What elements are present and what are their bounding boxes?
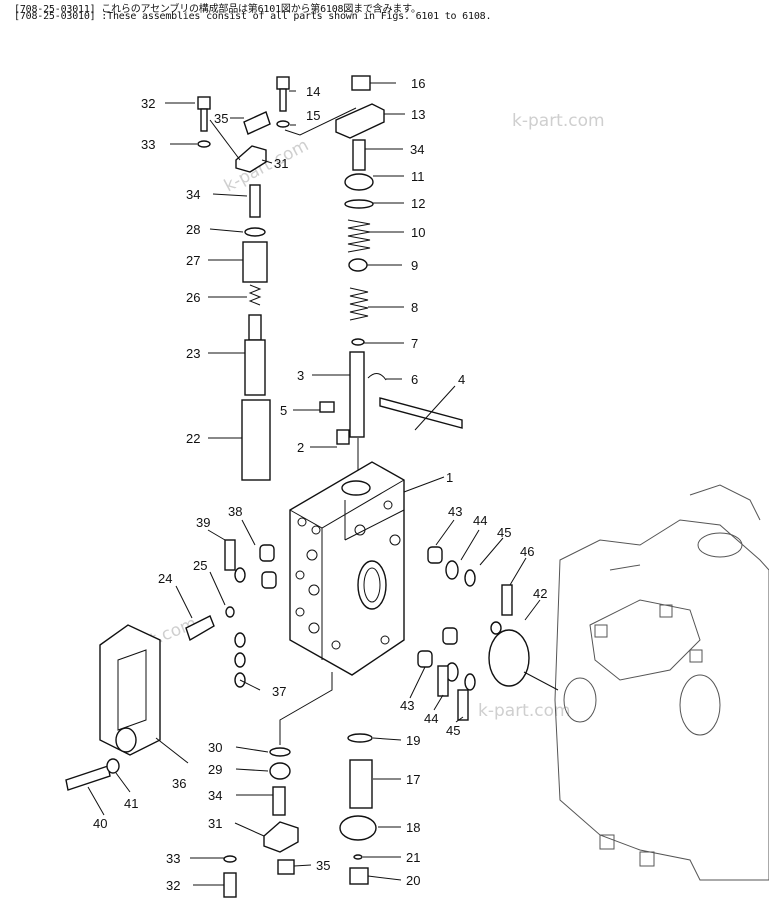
callout-30: 30 [208, 740, 222, 755]
callout-43: 43 [400, 698, 414, 713]
callout-32: 32 [166, 878, 180, 893]
callout-44: 44 [473, 513, 487, 528]
callout-12: 12 [411, 196, 425, 211]
callout-35: 35 [214, 111, 228, 126]
callout-29: 29 [208, 762, 222, 777]
callout-13: 13 [411, 107, 425, 122]
callout-5: 5 [280, 403, 287, 418]
callout-43: 43 [448, 504, 462, 519]
callout-11: 11 [411, 169, 425, 184]
callout-25: 25 [193, 558, 207, 573]
callout-18: 18 [406, 820, 420, 835]
callout-3: 3 [297, 368, 304, 383]
callout-28: 28 [186, 222, 200, 237]
callout-2: 2 [297, 440, 304, 455]
callout-45: 45 [497, 525, 511, 540]
callout-31: 31 [274, 156, 288, 171]
callout-44: 44 [424, 711, 438, 726]
callout-7: 7 [411, 336, 418, 351]
callout-20: 20 [406, 873, 420, 888]
callout-34: 34 [208, 788, 222, 803]
callout-labels: 32 35 14 15 16 13 33 31 34 11 12 34 28 1… [93, 76, 547, 893]
callout-4: 4 [458, 372, 465, 387]
callout-38: 38 [228, 504, 242, 519]
callout-33: 33 [166, 851, 180, 866]
callout-37: 37 [272, 684, 286, 699]
callout-6: 6 [411, 372, 418, 387]
right-fittings [417, 546, 530, 721]
callout-8: 8 [411, 300, 418, 315]
valve-body-1 [289, 461, 405, 676]
callout-10: 10 [411, 225, 425, 240]
header-japanese: [708-25-03011] これらのアセンブリの構成部品は第6101図から第6… [14, 4, 421, 15]
top-center-stack [319, 75, 463, 470]
callout-32: 32 [141, 96, 155, 111]
watermark: k-part.com [221, 135, 312, 196]
callout-35: 35 [316, 858, 330, 873]
watermark: k-part.com [512, 111, 605, 131]
callout-34: 34 [410, 142, 424, 157]
leader-lines [87, 82, 559, 886]
callout-9: 9 [411, 258, 418, 273]
callout-24: 24 [158, 571, 172, 586]
watermark: k-part.com [478, 701, 571, 721]
callout-31: 31 [208, 816, 222, 831]
callout-1: 1 [446, 470, 453, 485]
callout-39: 39 [196, 515, 210, 530]
header-english: [708-25-03010] :These assemblies consist… [14, 11, 492, 22]
callout-14: 14 [306, 84, 320, 99]
callout-19: 19 [406, 733, 420, 748]
callout-40: 40 [93, 816, 107, 831]
bottom-stacks [223, 672, 377, 898]
callout-23: 23 [186, 346, 200, 361]
callout-22: 22 [186, 431, 200, 446]
callout-46: 46 [520, 544, 534, 559]
callout-34: 34 [186, 187, 200, 202]
callout-27: 27 [186, 253, 200, 268]
callout-16: 16 [411, 76, 425, 91]
callout-17: 17 [406, 772, 420, 787]
left-side-parts [65, 539, 277, 791]
callout-45: 45 [446, 723, 460, 738]
callout-36: 36 [172, 776, 186, 791]
callout-26: 26 [186, 290, 200, 305]
callout-21: 21 [406, 850, 420, 865]
callout-42: 42 [533, 586, 547, 601]
callout-15: 15 [306, 108, 320, 123]
callout-33: 33 [141, 137, 155, 152]
callout-41: 41 [124, 796, 138, 811]
top-left-stack [197, 76, 357, 481]
pump-housing [554, 484, 769, 881]
